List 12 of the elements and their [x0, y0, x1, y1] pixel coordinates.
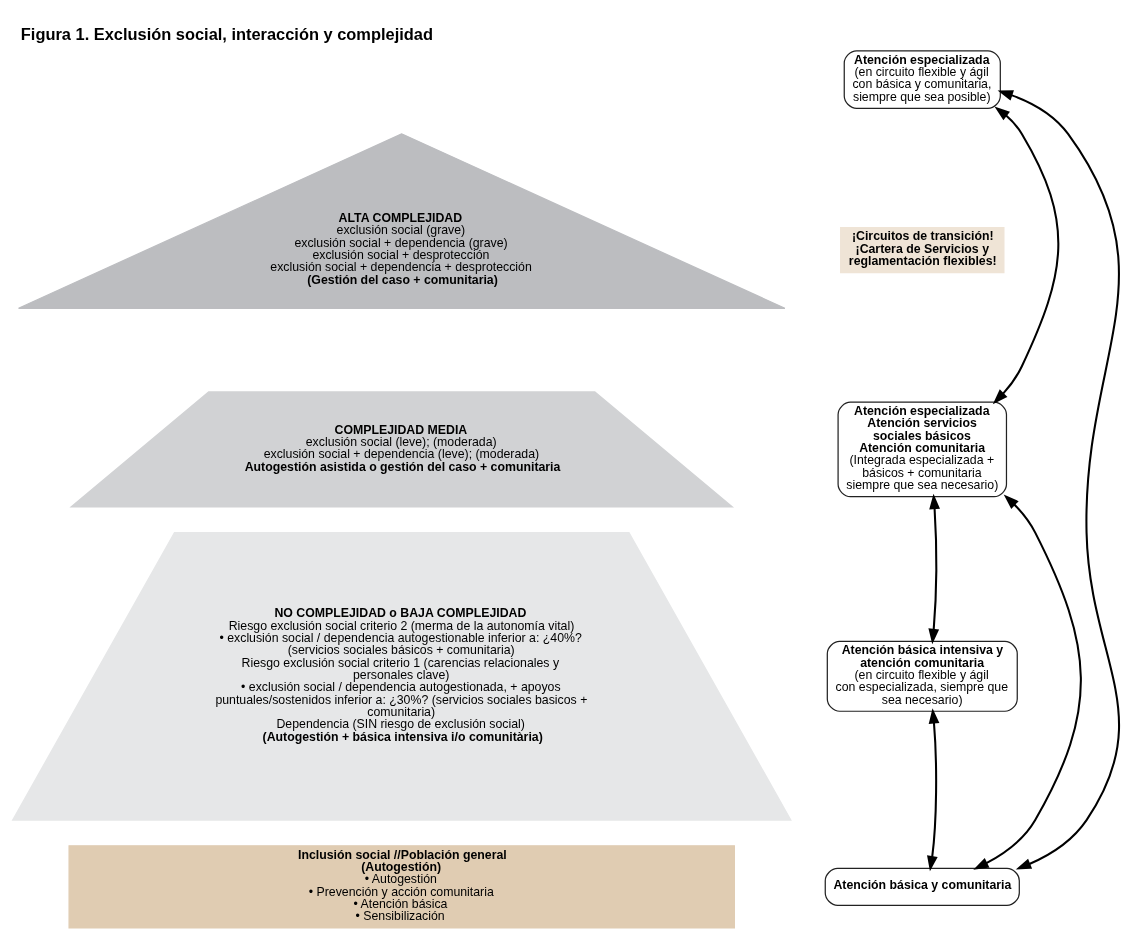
node-box: Atención especializada (en circuito flexible y ágil con básica y comunitaria, siempre que sea posible) [843, 49, 1001, 109]
node-box: Atención especializada Atención servicios sociales básicos Atención comunitaria (Integrada especializada + básicos + comunitaria siempre que sea necesario) [837, 401, 1008, 497]
arrow [927, 707, 940, 871]
diagram-title: Figura 1. Exclusión social, interacción y complejidad [20, 24, 433, 43]
arrow [928, 493, 940, 644]
node-box: Atención básica y comunitaria [824, 867, 1020, 906]
node-box: Atención básica intensiva y atención comunitaria (en circuito flexible y ágil con especializada, siempre que sea necesario) [826, 640, 1018, 712]
arrow [992, 106, 1060, 404]
node-box: ¡Circuitos de transición! ¡Cartera de Servicios y reglamentación flexibles! [840, 226, 1005, 273]
arrow [973, 494, 1082, 870]
arrow [997, 89, 1120, 869]
node-box: Inclusión social //Población general (Autogestión) • Autogestión • Prevención y acción comunitaria • Atención básica • Sensibilización [68, 844, 735, 928]
